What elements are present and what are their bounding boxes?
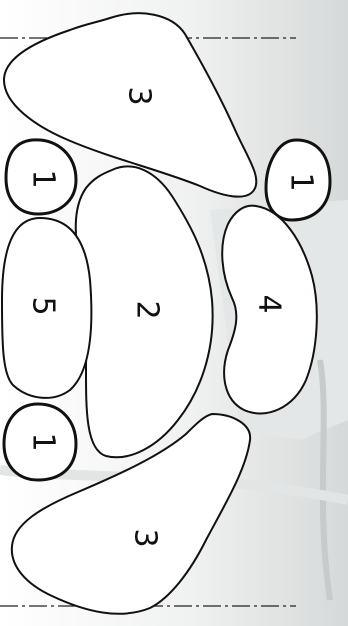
region-center-main xyxy=(74,165,214,459)
region-bottom-large xyxy=(10,412,252,615)
region-left-bottom-small-label: 1 xyxy=(26,432,61,451)
region-right-top-small-label: 1 xyxy=(284,172,319,191)
region-left-bottom-small xyxy=(2,402,78,482)
region-left-middle xyxy=(0,216,93,399)
region-right-top-small xyxy=(264,138,332,222)
background-photo-streak xyxy=(317,359,333,601)
region-left-top-small xyxy=(4,138,78,216)
region-right-middle-label: 4 xyxy=(252,294,287,313)
region-top-large xyxy=(2,12,258,198)
region-left-top-small-label: 1 xyxy=(26,169,61,188)
region-center-main-label: 2 xyxy=(130,300,165,319)
region-top-large-label: 3 xyxy=(122,86,157,105)
region-bottom-large-label: 3 xyxy=(128,528,163,547)
region-left-middle-label: 5 xyxy=(26,296,61,315)
region-right-middle xyxy=(221,204,318,415)
